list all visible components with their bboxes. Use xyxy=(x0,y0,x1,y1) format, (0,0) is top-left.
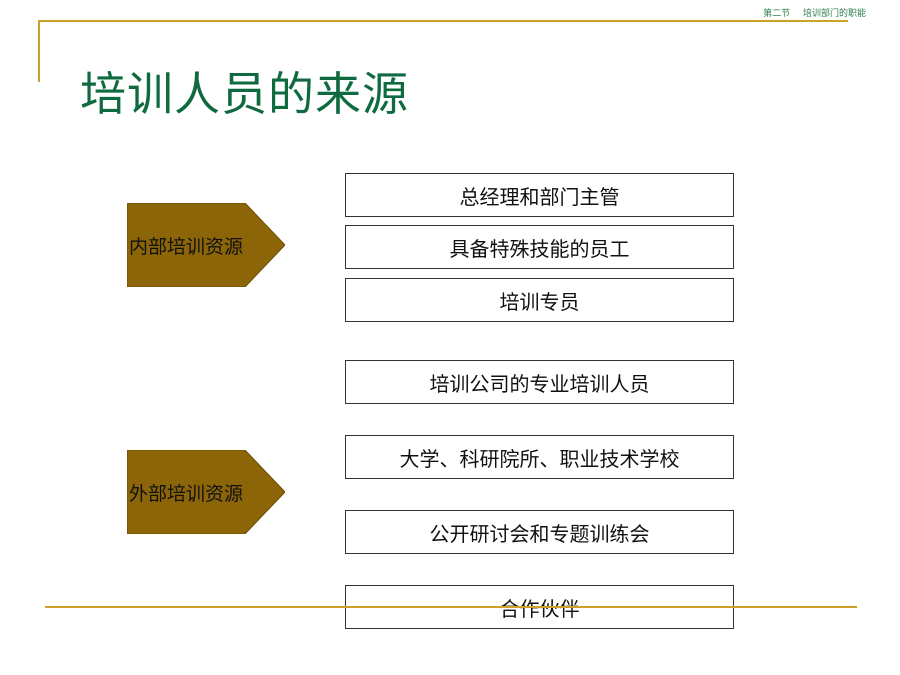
header-topic: 培训部门的职能 xyxy=(802,9,866,19)
external-item-seminars: 公开研讨会和专题训练会 xyxy=(345,510,734,554)
external-item-universities: 大学、科研院所、职业技术学校 xyxy=(345,435,734,479)
page-title: 培训人员的来源 xyxy=(80,67,409,121)
internal-item-skilled-staff: 具备特殊技能的员工 xyxy=(345,225,734,269)
internal-item-managers: 总经理和部门主管 xyxy=(345,173,734,217)
external-source-label: 外部培训资源 xyxy=(129,482,244,505)
frame-bottom-line xyxy=(45,606,857,608)
header-breadcrumb: 第二节 培训部门的职能 xyxy=(763,6,866,19)
internal-item-training-specialist: 培训专员 xyxy=(345,278,734,322)
internal-source-label: 内部培训资源 xyxy=(129,235,244,258)
internal-source-pentagon: 内部培训资源 xyxy=(127,203,285,287)
pentagon-arrow-shape xyxy=(127,203,285,287)
frame-left-line xyxy=(38,20,40,82)
external-source-pentagon: 外部培训资源 xyxy=(127,450,285,534)
header-section: 第二节 xyxy=(763,9,791,19)
external-item-training-company: 培训公司的专业培训人员 xyxy=(345,360,734,404)
pentagon-arrow-shape xyxy=(127,450,285,534)
frame-top-line xyxy=(38,20,848,22)
